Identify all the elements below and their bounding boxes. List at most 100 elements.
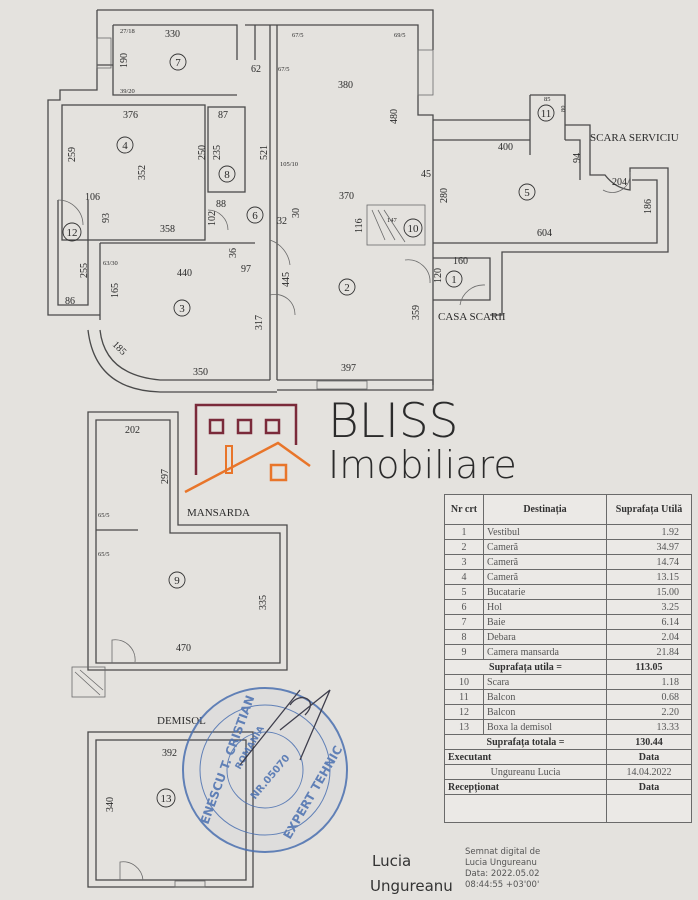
executant-name: Ungureanu Lucia — [444, 764, 607, 780]
util-label: Suprafața utila = — [444, 659, 607, 675]
label-casa-scarii: CASA SCARII — [438, 311, 506, 323]
dim: 340 — [105, 797, 116, 812]
cell-supr: 0.68 — [606, 689, 692, 705]
digital-signature-line: Lucia Ungureanu — [465, 858, 537, 868]
cell-nr: 6 — [444, 599, 484, 615]
dim: 116 — [354, 218, 365, 233]
cell-dest: Debara — [483, 629, 607, 645]
dim: 165 — [110, 283, 121, 298]
dim: 255 — [79, 263, 90, 278]
dim: 470 — [176, 643, 191, 654]
dim: 259 — [67, 147, 78, 162]
dim: 380 — [338, 80, 353, 91]
cell-supr: 6.14 — [606, 614, 692, 630]
brand-name: BLISS — [328, 394, 459, 449]
dim: 105/10 — [280, 161, 298, 168]
dim: 250 — [197, 145, 208, 160]
dim: 32 — [277, 216, 287, 227]
cell-nr: 8 — [444, 629, 484, 645]
dim: 39/20 — [120, 88, 135, 95]
room-number-13: 13 — [161, 793, 173, 805]
cell-dest: Cameră — [483, 554, 607, 570]
receptionat-label: Recepționat — [444, 779, 607, 795]
executant-label: Executant — [444, 749, 607, 765]
col-destinatie: Destinația — [483, 494, 607, 525]
cell-dest: Balcon — [483, 689, 607, 705]
room-number-11: 11 — [541, 108, 552, 120]
cell-supr: 14.74 — [606, 554, 692, 570]
dim: 480 — [389, 109, 400, 124]
dimension-labels: 330 190 27/18 39/20 376 259 352 250 106 … — [65, 28, 654, 812]
dim: 376 — [123, 110, 138, 121]
dim: 190 — [119, 53, 130, 68]
room-number-4: 4 — [122, 140, 128, 152]
col-suprafata: Suprafața Utilă — [606, 494, 692, 525]
dim: 358 — [160, 224, 175, 235]
cell-dest: Baie — [483, 614, 607, 630]
dim: 440 — [177, 268, 192, 279]
cell-supr: 15.00 — [606, 584, 692, 600]
room-number-2: 2 — [344, 282, 350, 294]
dim: 86 — [65, 296, 75, 307]
room-number-7: 7 — [175, 57, 181, 69]
room-number-3: 3 — [179, 303, 185, 315]
room-number-1: 1 — [451, 274, 457, 286]
dim: 204 — [612, 177, 627, 188]
demisol-walls — [87, 731, 254, 888]
brand-subtitle: Imobiliare — [328, 443, 517, 487]
data-label: Data — [606, 749, 692, 765]
main-floor-walls — [47, 9, 669, 393]
cell-supr: 13.15 — [606, 569, 692, 585]
cell-dest: Boxa la demisol — [483, 719, 607, 735]
cell-nr: 2 — [444, 539, 484, 555]
dim: 202 — [125, 425, 140, 436]
dim: 69/5 — [394, 32, 406, 39]
dim: 63/30 — [103, 260, 118, 267]
room-number-12: 12 — [67, 227, 78, 239]
dim: 94 — [572, 153, 583, 163]
dim: 106 — [85, 192, 100, 203]
label-demisol: DEMISOL — [157, 715, 206, 727]
cell-supr: 1.92 — [606, 524, 692, 540]
dim: 80 — [560, 106, 567, 113]
bliss-logo-icon — [184, 403, 311, 494]
room-number-markers: 1 2 3 4 5 6 7 8 9 10 11 12 13 — [62, 53, 555, 808]
cell-supr: 2.04 — [606, 629, 692, 645]
cell-supr: 1.18 — [606, 674, 692, 690]
dim: 350 — [193, 367, 208, 378]
dim: 297 — [160, 469, 171, 484]
dim: 27/18 — [120, 28, 135, 35]
cell-supr: 2.20 — [606, 704, 692, 720]
dim: 67/5 — [292, 32, 304, 39]
cell-dest: Cameră — [483, 569, 607, 585]
room-number-9: 9 — [174, 575, 180, 587]
dim: 45 — [421, 169, 431, 180]
cell-nr: 7 — [444, 614, 484, 630]
dim: 521 — [259, 145, 270, 160]
empty-cell — [444, 794, 607, 823]
room-number-8: 8 — [224, 169, 230, 181]
dim: 330 — [165, 29, 180, 40]
table-header: Nr crt Destinația Suprafața Utilă — [444, 494, 692, 525]
dim: 67/5 — [278, 66, 290, 73]
label-scara-serviciu: SCARA SERVICIU — [590, 132, 679, 144]
dim: 392 — [162, 748, 177, 759]
dim: 370 — [339, 191, 354, 202]
digital-signature-line: 08:44:55 +03'00' — [465, 880, 540, 890]
cell-nr: 3 — [444, 554, 484, 570]
cell-dest: Bucatarie — [483, 584, 607, 600]
digital-signature-block: Semnat digital de Lucia Ungureanu Data: … — [465, 847, 540, 891]
cell-supr: 13.33 — [606, 719, 692, 735]
receptionat-empty-row — [444, 794, 692, 823]
cell-nr: 11 — [444, 689, 484, 705]
cell-supr: 21.84 — [606, 644, 692, 660]
